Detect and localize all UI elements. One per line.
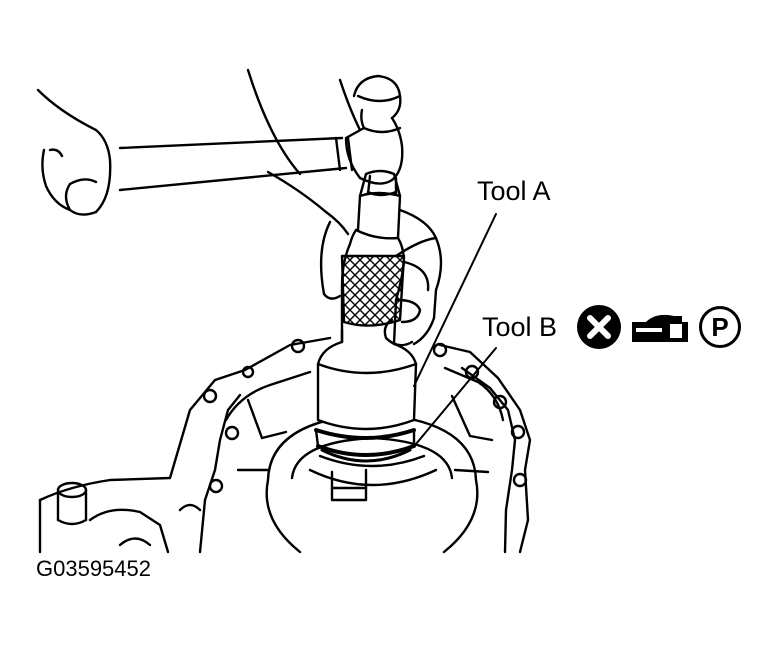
tool-b-label: Tool B (482, 312, 558, 342)
do-not-reuse-icon (577, 305, 621, 349)
figure-id: G03595452 (36, 556, 151, 581)
tool-a-leader-line (413, 213, 497, 387)
parking-p-letter: P (711, 312, 728, 342)
tool-b-leader-line (415, 347, 497, 445)
transaxle-housing (38, 336, 532, 554)
bearing-retainer (265, 412, 479, 554)
tool-b-ring (314, 428, 416, 463)
holding-hand (246, 68, 443, 347)
apply-grease-icon (632, 314, 688, 342)
parking-p-icon: P (699, 306, 741, 348)
hammer (118, 74, 404, 197)
hammer-hand (36, 88, 112, 216)
tool-a-label: Tool A (477, 176, 551, 206)
tool-a-drift (316, 169, 418, 431)
